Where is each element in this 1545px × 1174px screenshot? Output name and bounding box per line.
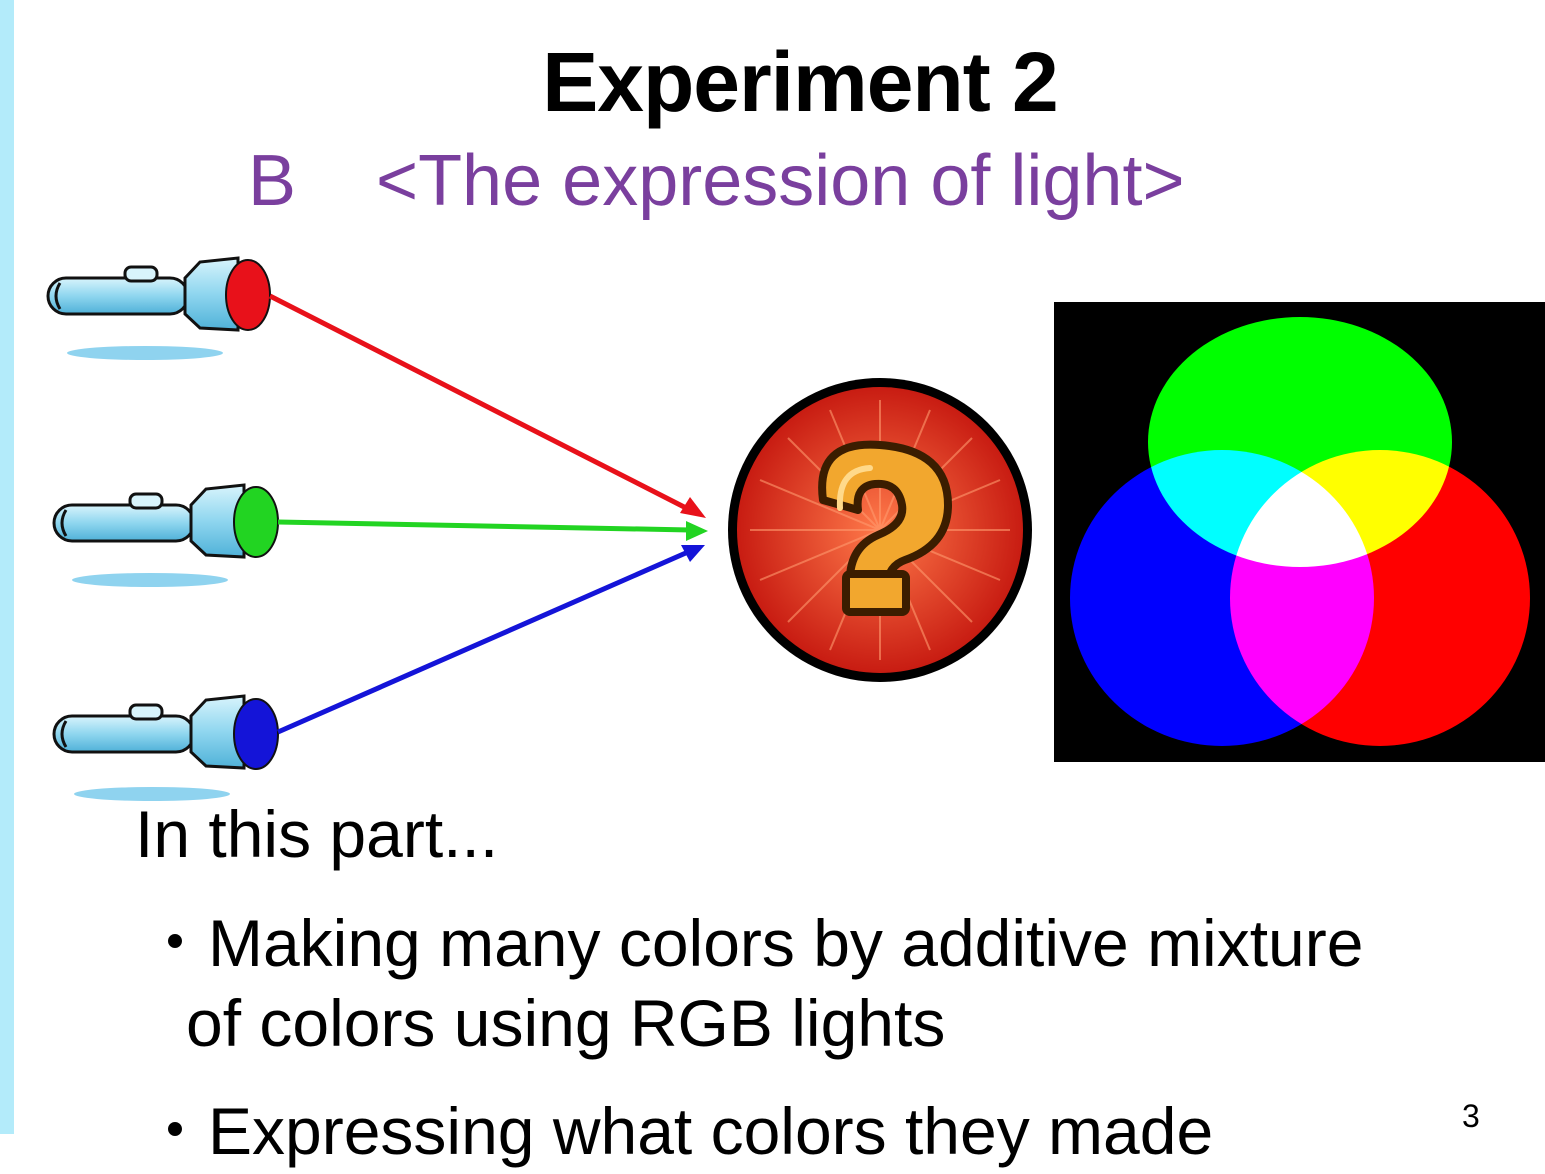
arrow-icon-blue xyxy=(276,545,705,735)
intro-text: In this part... xyxy=(135,797,499,871)
question-mark-icon xyxy=(728,378,1032,682)
flashlight-icon-blue xyxy=(52,694,279,801)
flashlight-icon-red xyxy=(46,256,271,360)
bullet-1: ・Making many colors by additive mixture xyxy=(142,890,1363,986)
bullet-1-continuation: of colors using RGB lights xyxy=(186,986,946,1060)
bullet-marker: ・ xyxy=(142,906,208,980)
subtitle-label: B xyxy=(248,141,297,221)
left-accent-bar xyxy=(0,0,14,1134)
bullet-2-text: Expressing what colors they made xyxy=(208,1094,1214,1168)
slide-title: Experiment 2 xyxy=(542,35,1059,129)
slide-subtitle: B <The expression of light> xyxy=(248,140,1185,222)
arrow-icon-green xyxy=(277,519,708,541)
page-number: 3 xyxy=(1462,1098,1480,1134)
rgb-venn-diagram xyxy=(1054,302,1545,762)
arrow-icon-red xyxy=(268,293,706,518)
bullet-2: ・Expressing what colors they made xyxy=(142,1078,1213,1174)
bullet-marker: ・ xyxy=(142,1094,208,1168)
flashlight-icon-green xyxy=(52,483,279,587)
subtitle-text: <The expression of light> xyxy=(376,141,1185,221)
bullet-1-text: Making many colors by additive mixture xyxy=(208,906,1364,980)
illustration xyxy=(46,256,1545,801)
